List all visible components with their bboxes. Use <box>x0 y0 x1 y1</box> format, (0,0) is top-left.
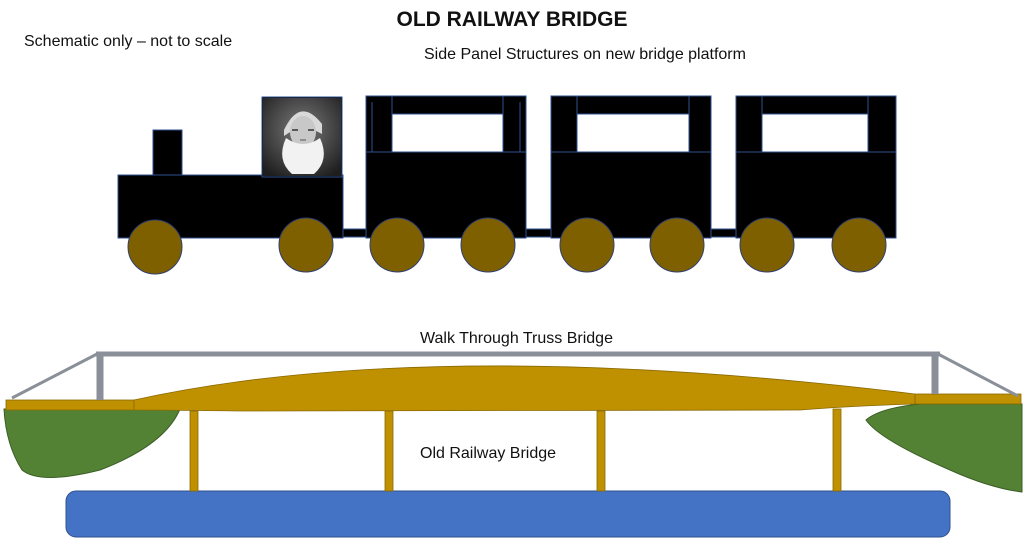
wheel <box>460 217 516 273</box>
left-bank <box>3 408 181 478</box>
locomotive-chimney <box>152 129 183 176</box>
carriage <box>735 95 897 239</box>
bridge-scene <box>3 351 1023 538</box>
wheel <box>739 217 795 273</box>
bridge-label: Old Railway Bridge <box>420 445 557 462</box>
train-caption: Side Panel Structures on new bridge plat… <box>424 46 746 63</box>
bridge-pier <box>189 410 199 492</box>
truss-label: Walk Through Truss Bridge <box>420 330 613 347</box>
wheel <box>127 219 183 275</box>
river <box>65 490 951 538</box>
diagram-title: OLD RAILWAY BRIDGE <box>396 8 628 31</box>
bridge-pier <box>596 410 606 492</box>
truss-frame <box>11 351 1019 400</box>
wheel <box>369 217 425 273</box>
coupler <box>524 228 554 238</box>
carriage <box>550 95 712 239</box>
wheel <box>278 217 334 273</box>
scale-note: Schematic only – not to scale <box>24 33 233 50</box>
wheel <box>649 217 705 273</box>
right-bank <box>865 403 1023 493</box>
wheels <box>127 217 887 275</box>
portrait-icon <box>263 98 341 176</box>
locomotive <box>117 96 344 239</box>
left-abutment <box>5 399 135 411</box>
wheel <box>831 217 887 273</box>
carriage <box>365 95 527 239</box>
bridge-pier <box>832 408 842 492</box>
train <box>117 95 897 275</box>
bridge-pier <box>384 410 394 492</box>
coupler <box>709 228 739 238</box>
right-abutment <box>914 393 1022 405</box>
bridge-deck <box>133 365 916 412</box>
wheel <box>559 217 615 273</box>
coupler <box>339 228 369 238</box>
